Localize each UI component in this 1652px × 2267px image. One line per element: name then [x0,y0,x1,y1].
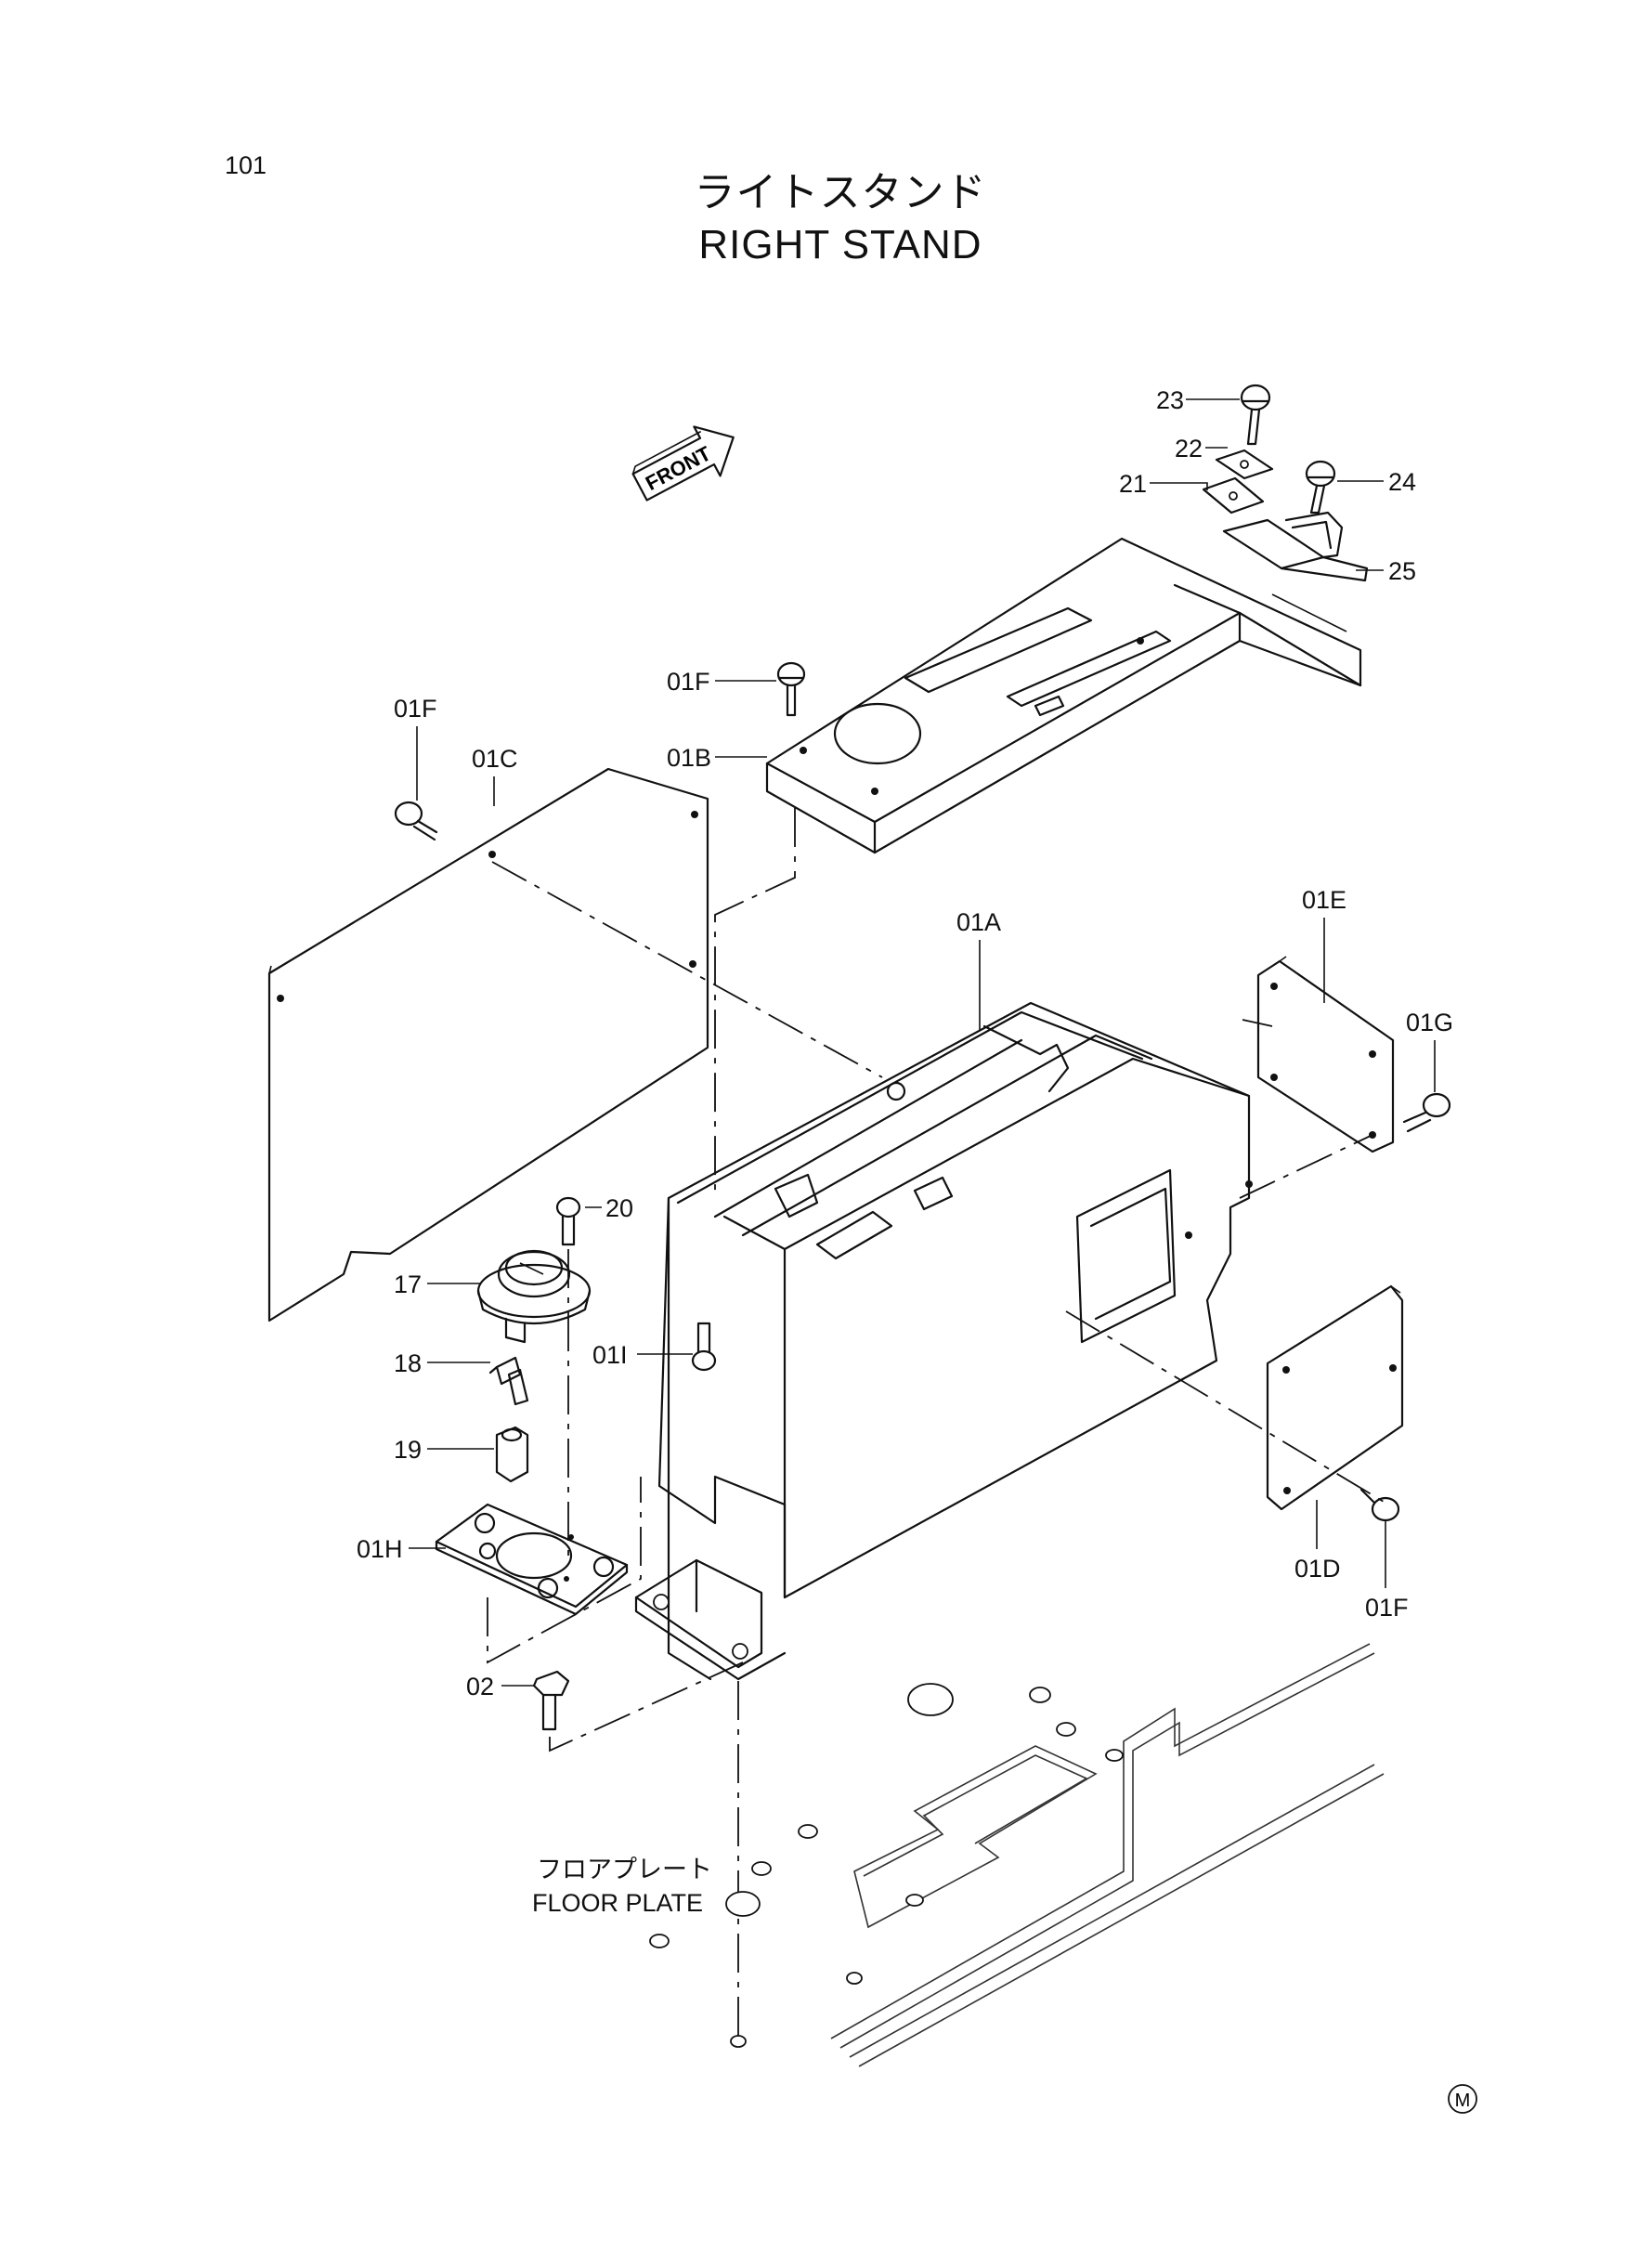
callout-01I: 01I [592,1341,628,1369]
callout-01A: 01A [956,908,1001,936]
floor-plate-label-jp: フロアプレート [537,1856,712,1883]
part-01A-stand-body [634,1001,1253,1681]
callout-17: 17 [394,1270,422,1298]
callout-21: 21 [1119,470,1147,498]
callout-01H: 01H [357,1535,403,1563]
callout-01G: 01G [1406,1009,1453,1036]
callout-01B: 01B [667,744,711,772]
part-01C-side-panel [267,767,709,1322]
assembly-lines [487,808,1389,2043]
callout-labels: 23 22 21 24 25 01F 01B 01F 01C 01A 01E 0… [357,386,1453,1700]
callout-01F-top: 01F [667,668,710,696]
callout-01D: 01D [1294,1555,1341,1583]
callout-22: 22 [1175,435,1203,463]
mark-letter: M [1455,2091,1471,2111]
leader-lines [409,398,1436,1687]
part-01D-access-plate [1266,1284,1404,1522]
parts-17-to-20 [435,1196,629,1731]
callout-02: 02 [466,1673,494,1700]
floor-plate [649,1643,1385,2067]
floor-plate-label-en: FLOOR PLATE [532,1889,703,1917]
title-english: RIGHT STAND [698,222,982,267]
callout-23: 23 [1156,386,1184,414]
callout-24: 24 [1388,468,1416,496]
part-01E-access-plate [1256,956,1451,1153]
callout-01C: 01C [472,745,518,773]
callout-19: 19 [394,1436,422,1464]
callout-01F-left: 01F [394,695,437,723]
callout-25: 25 [1388,557,1416,585]
part-01B-top-cover [765,384,1369,854]
callout-18: 18 [394,1349,422,1377]
page-number: 101 [225,151,267,179]
callout-01E: 01E [1302,886,1346,914]
title-japanese: ライトスタンド [695,170,987,215]
registered-mark-icon: M [1448,2084,1477,2114]
callout-01F-right: 01F [1365,1594,1409,1622]
callout-20: 20 [605,1194,633,1222]
front-arrow-icon: FRONT [631,425,735,502]
